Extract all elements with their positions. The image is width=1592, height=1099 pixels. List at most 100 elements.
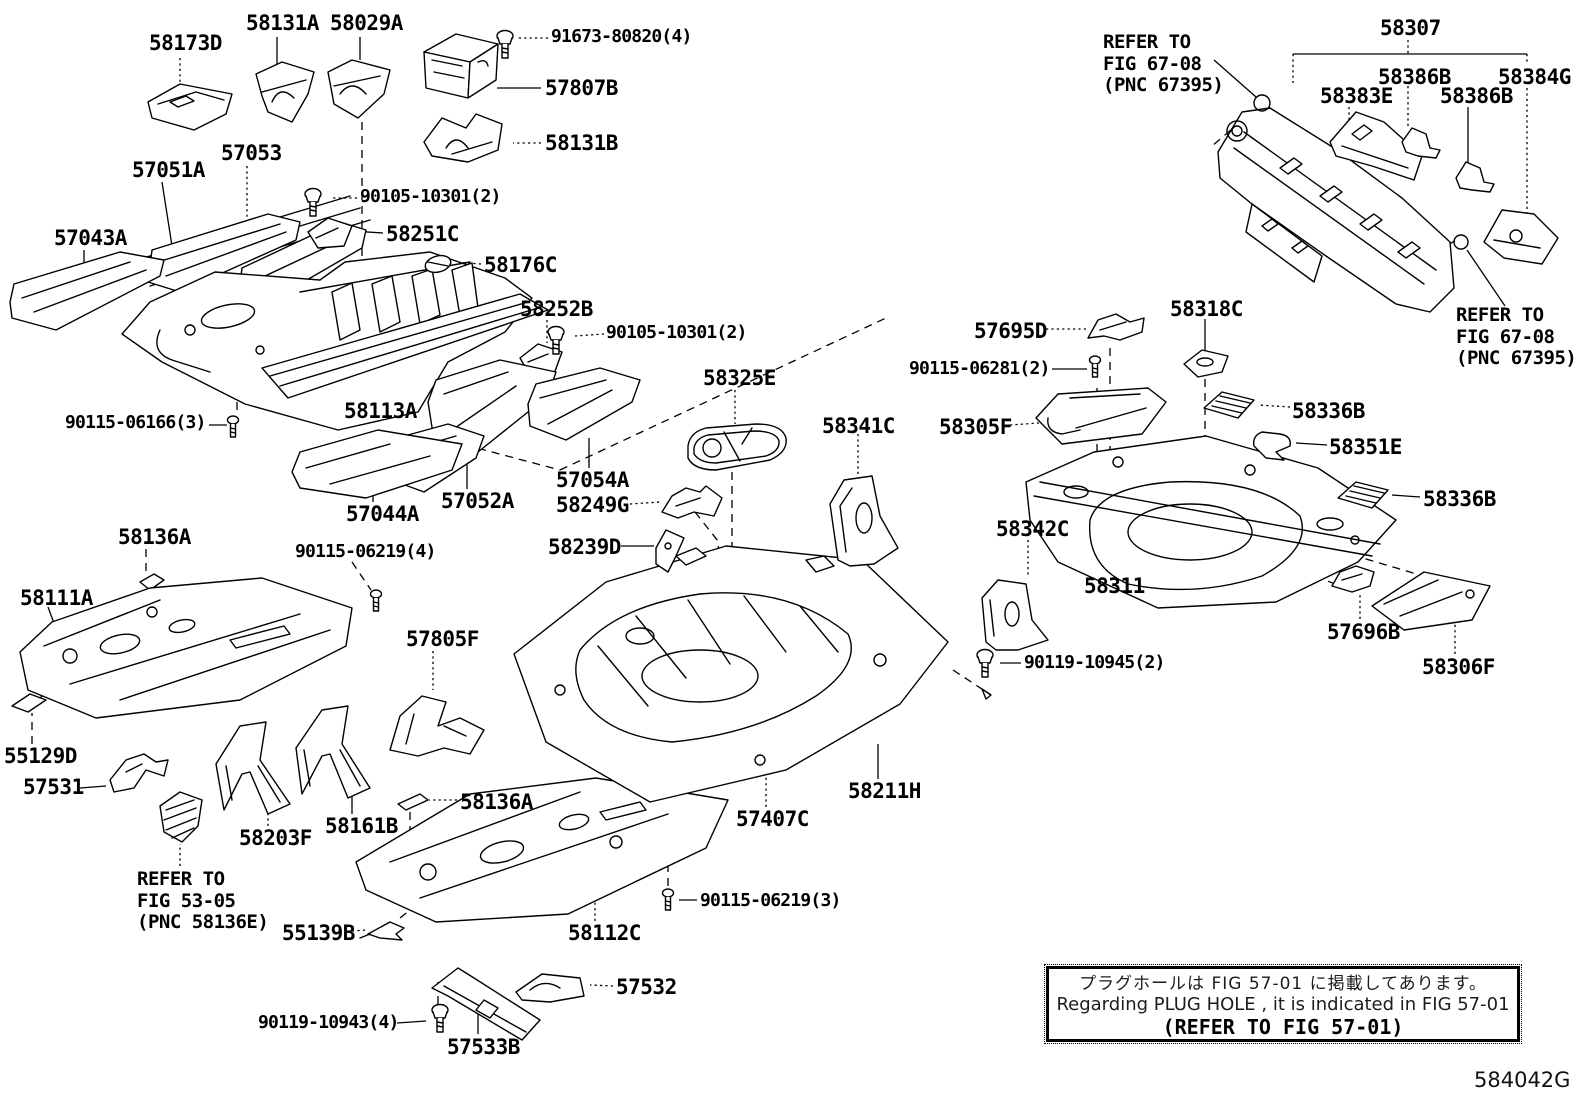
part-label-58307: 58307 (1380, 16, 1441, 40)
part-rear-floor-pan-58311 (1025, 435, 1397, 609)
bolt-90119-10943 (431, 1003, 449, 1033)
screw-90115-06219-3 (661, 888, 675, 911)
screw-90115-06166 (226, 415, 240, 438)
bolt-90105-10301-1 (304, 187, 322, 217)
part-label-90115-06219-4: 90115-06219(4) (295, 541, 436, 562)
part-57531-bracket (109, 753, 169, 793)
part-label-58384G: 58384G (1498, 65, 1571, 89)
part-label-58341C: 58341C (822, 414, 895, 438)
part-label-57044A: 57044A (346, 502, 419, 526)
part-label-57805F: 57805F (406, 627, 479, 651)
part-58318C-plate (1183, 349, 1229, 378)
part-58351E-clip (1252, 431, 1291, 461)
part-58251C-bracket (307, 217, 353, 249)
screw-90115-06281 (1088, 355, 1102, 378)
refer-marker-circle-2 (1453, 234, 1469, 250)
part-label-58029A: 58029A (330, 11, 403, 35)
part-label-91673-80820: 91673-80820(4) (551, 26, 692, 47)
part-center-floor-pan-57407C (513, 545, 949, 803)
part-57696B-bracket (1331, 565, 1375, 593)
part-label-55129D: 55129D (4, 744, 77, 768)
bolt-91673-80820 (496, 29, 514, 59)
part-58384G-bracket (1483, 209, 1559, 265)
part-label-58136A-2: 58136A (460, 790, 533, 814)
part-58131B-bracket (423, 113, 503, 163)
part-rear-panel-58307 (1217, 107, 1455, 313)
part-label-57407C: 57407C (736, 807, 809, 831)
part-57044A-panel (291, 429, 463, 499)
part-label-58342C: 58342C (996, 517, 1069, 541)
part-57695D-bracket (1087, 313, 1145, 341)
part-label-57052A: 57052A (441, 489, 514, 513)
part-label-58386B-2: 58386B (1440, 84, 1513, 108)
part-label-90115-06219-3: 90115-06219(3) (700, 890, 841, 911)
plug-hole-note-box: プラグホールは FIG 57-01 に掲載してあります。 Regarding P… (1044, 964, 1522, 1044)
part-label-58305F: 58305F (939, 415, 1012, 439)
part-label-57053: 57053 (221, 141, 282, 165)
part-57532-bracket (515, 973, 585, 1003)
note-line-english: Regarding PLUG HOLE , it is indicated in… (1056, 994, 1510, 1015)
part-58111A-floor-side-panel (19, 577, 353, 719)
part-label-58176C: 58176C (484, 253, 557, 277)
part-57043A-rail (9, 251, 165, 331)
screw-90115-06219-4 (369, 589, 383, 612)
part-55139B-clip (359, 921, 405, 941)
part-58336B-vent-1 (1203, 391, 1255, 419)
part-label-58311: 58311 (1084, 574, 1145, 598)
part-58029A-bracket (327, 59, 391, 119)
part-label-90115-06281: 90115-06281(2) (909, 358, 1050, 379)
part-label-57043A: 57043A (54, 226, 127, 250)
part-58176C-clip (424, 254, 452, 274)
part-57807B-box (423, 33, 499, 99)
part-label-57531: 57531 (23, 775, 84, 799)
part-label-57051A: 57051A (132, 158, 205, 182)
part-label-90105-10301-1: 90105-10301(2) (360, 186, 501, 207)
part-58131A-bracket (255, 61, 315, 123)
part-label-57807B: 57807B (545, 76, 618, 100)
part-label-58325E: 58325E (703, 366, 776, 390)
part-label-refer-5305: REFER TO FIG 53-05 (PNC 58136E) (137, 868, 269, 934)
part-label-58386B-1: 58386B (1378, 65, 1451, 89)
part-label-58383E: 58383E (1320, 84, 1393, 108)
part-label-58318C: 58318C (1170, 297, 1243, 321)
part-57533B-rail (431, 967, 541, 1041)
part-label-90119-10945: 90119-10945(2) (1024, 652, 1165, 673)
part-label-58113A: 58113A (344, 399, 417, 423)
part-label-57695D: 57695D (974, 319, 1047, 343)
refer-marker-circle-1 (1253, 94, 1271, 112)
part-front-floor-panel-58113A (121, 251, 549, 431)
page-code: 584042G (1474, 1068, 1571, 1092)
part-label-58112C: 58112C (568, 921, 641, 945)
part-label-58336B-2: 58336B (1423, 487, 1496, 511)
part-55129D-wedge (11, 693, 47, 713)
bolt-90119-10945 (976, 648, 994, 678)
part-label-58111A: 58111A (20, 586, 93, 610)
part-label-57532: 57532 (616, 975, 677, 999)
part-label-57054A: 57054A (556, 468, 629, 492)
part-58112C-floor-side-panel (355, 777, 729, 923)
part-58173D-bracket (147, 83, 233, 131)
part-58249G-bracket (661, 485, 723, 519)
note-line-japanese: プラグホールは FIG 57-01 に掲載してあります。 (1079, 974, 1487, 994)
part-label-58336B-1: 58336B (1292, 399, 1365, 423)
part-label-58131A: 58131A (246, 11, 319, 35)
part-57805F-brace (389, 695, 485, 757)
part-label-58249G: 58249G (556, 493, 629, 517)
part-58306F-panel (1371, 571, 1491, 631)
part-label-55139B: 55139B (282, 921, 355, 945)
part-fig5305-bracket (159, 791, 203, 843)
part-58305F-tray (1035, 387, 1167, 445)
part-58383E-rail (1329, 111, 1423, 181)
part-58136A-clip-1 (139, 573, 165, 591)
part-label-58251C: 58251C (386, 222, 459, 246)
part-58386B-bracket-2 (1455, 161, 1495, 193)
part-58136A-clip-2 (397, 793, 429, 811)
part-58203F-brace (215, 721, 291, 815)
part-58342C-bracket (981, 579, 1049, 651)
part-label-58203F: 58203F (239, 826, 312, 850)
part-label-90105-10301-2: 90105-10301(2) (606, 322, 747, 343)
part-57054A-member (527, 367, 641, 441)
part-58161B-brace (295, 705, 371, 799)
